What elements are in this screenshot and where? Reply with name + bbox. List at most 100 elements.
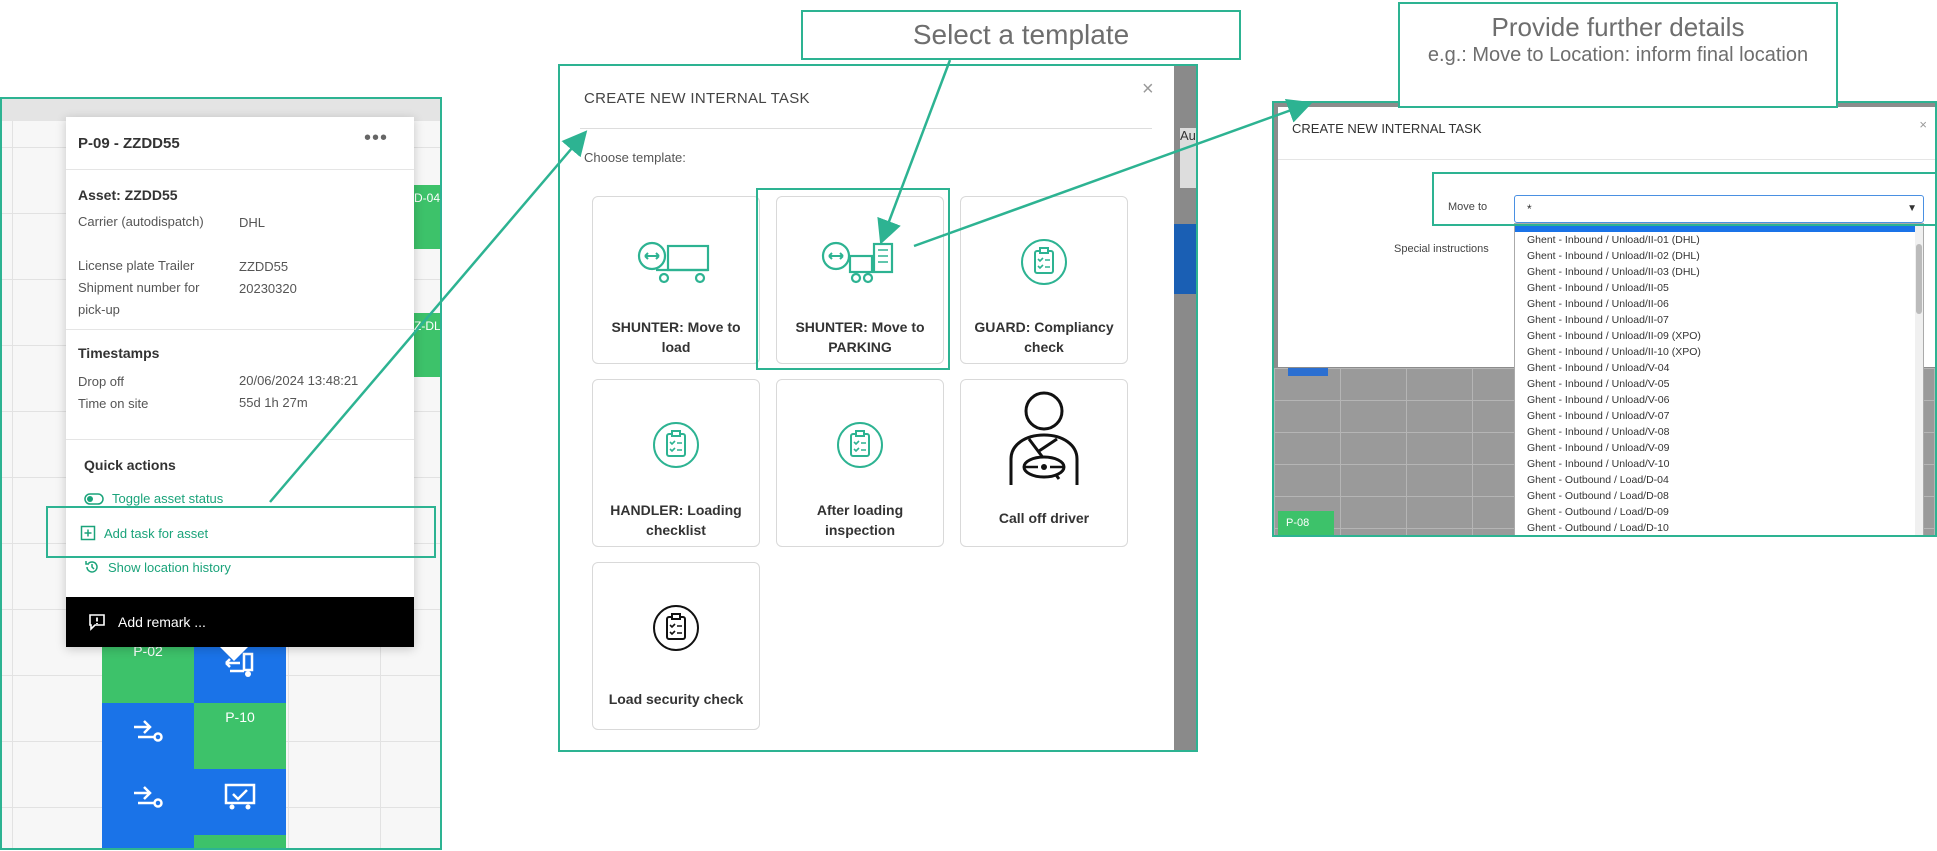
background-strip: Au [1174, 66, 1196, 750]
selected-option[interactable] [1515, 224, 1923, 232]
chevron-down-icon: ▼ [1907, 203, 1917, 214]
dropdown-option[interactable]: Ghent - Inbound / Unload/V-04 [1527, 362, 1670, 374]
template-guard-compliancy-check[interactable]: GUARD: Compliancy check [960, 196, 1128, 364]
template-after-loading-inspection[interactable]: After loading inspection [776, 379, 944, 547]
template-label: HANDLER: Loading checklist [610, 502, 742, 538]
callout-further-title: Provide further details [1491, 12, 1745, 42]
clipboard-check-icon [837, 422, 883, 468]
toggle-asset-status-link[interactable]: Toggle asset status [84, 491, 223, 506]
divider [66, 329, 414, 330]
license-plate-label: License plate Trailer [78, 258, 195, 273]
highlight-parking-template [756, 188, 950, 370]
timestamps-heading: Timestamps [78, 345, 160, 361]
inspection-check-icon [224, 783, 256, 810]
close-icon[interactable]: × [1142, 78, 1154, 100]
template-label: SHUNTER: Move to load [611, 319, 741, 355]
divider [1278, 159, 1935, 160]
dropdown-option[interactable]: Ghent - Inbound / Unload/II-03 (DHL) [1527, 266, 1700, 278]
dropdown-option[interactable]: Ghent - Outbound / Load/D-04 [1527, 474, 1669, 486]
dialog-title: CREATE NEW INTERNAL TASK [1292, 121, 1482, 136]
template-shunter-move-to-load[interactable]: SHUNTER: Move to load [592, 196, 760, 364]
shipment-number-label: Shipment number for pick-up [78, 280, 200, 317]
yard-slot-dl[interactable]: Z-DL [412, 313, 440, 377]
callout-select-template: Select a template [801, 10, 1241, 60]
highlight-move-to [1432, 172, 1937, 226]
create-task-dialog: Au CREATE NEW INTERNAL TASK × Choose tem… [558, 64, 1198, 752]
callout-further-details: Provide further details e.g.: Move to Lo… [1398, 2, 1838, 108]
dropdown-option[interactable]: Ghent - Inbound / Unload/V-08 [1527, 426, 1670, 438]
add-task-for-asset-link[interactable]: Add task for asset [80, 525, 208, 541]
background-slot [1288, 368, 1328, 376]
drop-off-value: 20/06/2024 13:48:21 [239, 373, 359, 388]
yard-slot-p10[interactable]: P-10 [194, 703, 286, 769]
show-location-history-link[interactable]: Show location history [84, 559, 231, 575]
yard-grid-header [2, 99, 440, 121]
dropdown-option[interactable]: Ghent - Inbound / Unload/II-02 (DHL) [1527, 250, 1700, 262]
choose-template-label: Choose template: [584, 150, 686, 165]
dropdown-option[interactable]: Ghent - Outbound / Load/D-09 [1527, 506, 1669, 518]
move-to-dropdown-list[interactable]: Ghent - Inbound / Unload/II-01 (DHL) Ghen… [1514, 223, 1924, 535]
more-dots-icon[interactable]: ••• [363, 127, 388, 149]
popup-title: P-09 - ZZDD55 [78, 135, 180, 152]
template-load-security-check[interactable]: Load security check [592, 562, 760, 730]
yard-slot-partial-2 [194, 835, 286, 848]
history-icon [85, 561, 98, 573]
carrier-label: Carrier (autodispatch) [78, 214, 204, 229]
plus-square-icon [80, 525, 96, 541]
dropdown-option[interactable]: Ghent - Inbound / Unload/II-06 [1527, 298, 1669, 310]
asset-popup: P-09 - ZZDD55 ••• Asset: ZZDD55 Carrier … [66, 117, 414, 647]
yard-slot-p02[interactable]: P-02 [102, 637, 194, 703]
dropdown-option[interactable]: Ghent - Inbound / Unload/V-06 [1527, 394, 1670, 406]
yard-slot-shunt-2[interactable] [102, 703, 194, 769]
time-on-site-value: 55d 1h 27m [239, 395, 308, 410]
clipboard-check-icon [653, 422, 699, 468]
remark-icon [89, 614, 105, 631]
template-call-off-driver[interactable]: Call off driver [960, 379, 1128, 547]
dropdown-option[interactable]: Ghent - Inbound / Unload/V-07 [1527, 410, 1670, 422]
dropdown-option[interactable]: Ghent - Inbound / Unload/V-10 [1527, 458, 1670, 470]
shunt-arrow-icon [134, 786, 163, 808]
dropdown-option[interactable]: Ghent - Inbound / Unload/V-09 [1527, 442, 1670, 454]
asset-panel: D-04 Z-DL P-02 P-10 P-09 - ZZDD55 ••• As… [0, 97, 442, 850]
template-label: Load security check [608, 691, 744, 707]
dropdown-option[interactable]: Ghent - Outbound / Load/D-08 [1527, 490, 1669, 502]
highlight-add-task [46, 506, 436, 558]
license-plate-value: ZZDD55 [239, 259, 289, 274]
divider [580, 128, 1152, 129]
template-label: After loading inspection [816, 502, 904, 538]
divider [66, 169, 414, 170]
yard-slot-check[interactable] [194, 769, 286, 835]
dropdown-option[interactable]: Ghent - Outbound / Load/D-10 [1527, 522, 1669, 534]
carrier-value: DHL [239, 215, 266, 230]
special-instructions-label: Special instructions [1394, 243, 1489, 255]
quick-actions-heading: Quick actions [84, 457, 176, 473]
dropdown-option[interactable]: Ghent - Inbound / Unload/II-07 [1527, 314, 1669, 326]
yard-slot-d04[interactable]: D-04 [412, 185, 440, 249]
dropdown-option[interactable]: Ghent - Inbound / Unload/II-09 (XPO) [1527, 330, 1701, 342]
dialog-title: CREATE NEW INTERNAL TASK [584, 90, 810, 107]
dropdown-option[interactable]: Ghent - Inbound / Unload/V-05 [1527, 378, 1670, 390]
scrollbar-thumb[interactable] [1916, 244, 1922, 314]
shunt-arrow-icon [134, 720, 163, 742]
dropdown-option[interactable]: Ghent - Inbound / Unload/II-10 (XPO) [1527, 346, 1701, 358]
yard-slot-shunt-3[interactable] [102, 769, 194, 835]
yard-slot-partial [102, 835, 194, 848]
popup-caret [220, 647, 248, 661]
background-label: Au [1180, 128, 1196, 188]
clipboard-check-icon [1021, 239, 1067, 285]
close-icon[interactable]: × [1919, 117, 1927, 132]
template-label: GUARD: Compliancy check [974, 319, 1114, 355]
time-on-site-label: Time on site [78, 396, 149, 411]
asset-heading: Asset: ZZDD55 [78, 187, 178, 203]
remark-bar [66, 597, 414, 647]
move-to-select[interactable]: * ▼ [1514, 195, 1924, 223]
dropdown-option[interactable]: Ghent - Inbound / Unload/II-05 [1527, 282, 1669, 294]
template-handler-loading-checklist[interactable]: HANDLER: Loading checklist [592, 379, 760, 547]
shunt-trailer-icon [225, 652, 254, 677]
dropdown-scrollbar[interactable] [1915, 224, 1923, 535]
template-label: SHUNTER: Move to PARKING [795, 319, 925, 355]
background-blue-slot [1174, 224, 1196, 294]
dropdown-option[interactable]: Ghent - Inbound / Unload/II-01 (DHL) [1527, 234, 1700, 246]
shipment-number-value: 20230320 [239, 281, 297, 296]
remark-input[interactable] [116, 613, 370, 631]
